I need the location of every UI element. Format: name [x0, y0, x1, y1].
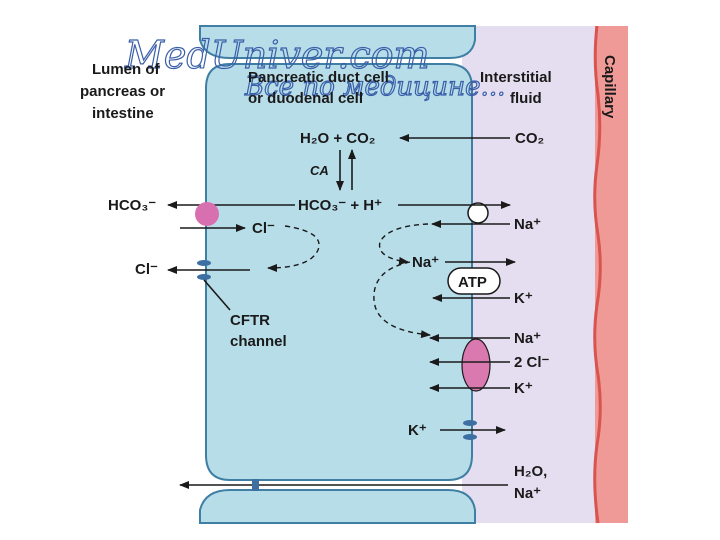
k-channel-label: K⁺ — [408, 422, 427, 439]
nkcc-cotransporter — [461, 338, 491, 392]
h2o-co2-label: H₂O + CO₂ — [300, 130, 375, 147]
h2o-bottom-label: H₂O, — [514, 463, 547, 480]
duct-cell — [205, 63, 473, 481]
capillary-label: Capillary — [601, 55, 618, 119]
interstitial-label: Interstitial fluid — [480, 69, 556, 107]
cftr-label: CFTR channel — [230, 312, 287, 350]
na-h-exchanger — [467, 202, 489, 224]
watermark-site: MedUniver.com — [124, 33, 430, 77]
cell-label: Pancreatic duct cell or duodenal cell — [248, 69, 393, 107]
cftr-channel-bottom — [197, 274, 211, 280]
capillary-wall — [593, 25, 602, 524]
cftr-pointer — [203, 279, 231, 311]
cl2-cotr-label: 2 Cl⁻ — [514, 354, 550, 371]
cl-lumen-label: Cl⁻ — [135, 261, 158, 278]
lumen-label: Lumen of pancreas or intestine — [80, 61, 169, 122]
cl-in-label: Cl⁻ — [252, 220, 275, 237]
k-channel-top — [463, 420, 477, 426]
na-mid-label: Na⁺ — [412, 254, 439, 271]
co2-label: CO₂ — [515, 130, 544, 147]
cftr-channel-top — [197, 260, 211, 266]
k-cotr-label: K⁺ — [514, 380, 533, 397]
atp-label: ATP — [458, 274, 487, 291]
cl-recycle-path — [267, 225, 320, 272]
k-recycle-path — [373, 261, 431, 339]
tight-junction — [252, 479, 259, 491]
na-top-label: Na⁺ — [514, 216, 541, 233]
hco3-lumen-label: HCO₃⁻ — [108, 197, 156, 214]
hco3-h-label: HCO₃⁻ + H⁺ — [298, 197, 382, 214]
ca-label: CA — [310, 163, 329, 178]
hco3-cl-exchanger — [195, 202, 219, 226]
na-bottom-label: Na⁺ — [514, 485, 541, 502]
na-k-atpase — [447, 267, 501, 295]
upper-neighbor-cell — [199, 25, 476, 59]
k-pump-label: K⁺ — [514, 290, 533, 307]
k-channel-bottom — [463, 434, 477, 440]
watermark-tagline: Все по медицине... — [244, 72, 505, 102]
na-cotr-label: Na⁺ — [514, 330, 541, 347]
lower-neighbor-cell — [199, 489, 476, 524]
na-recycle-path — [378, 223, 429, 265]
